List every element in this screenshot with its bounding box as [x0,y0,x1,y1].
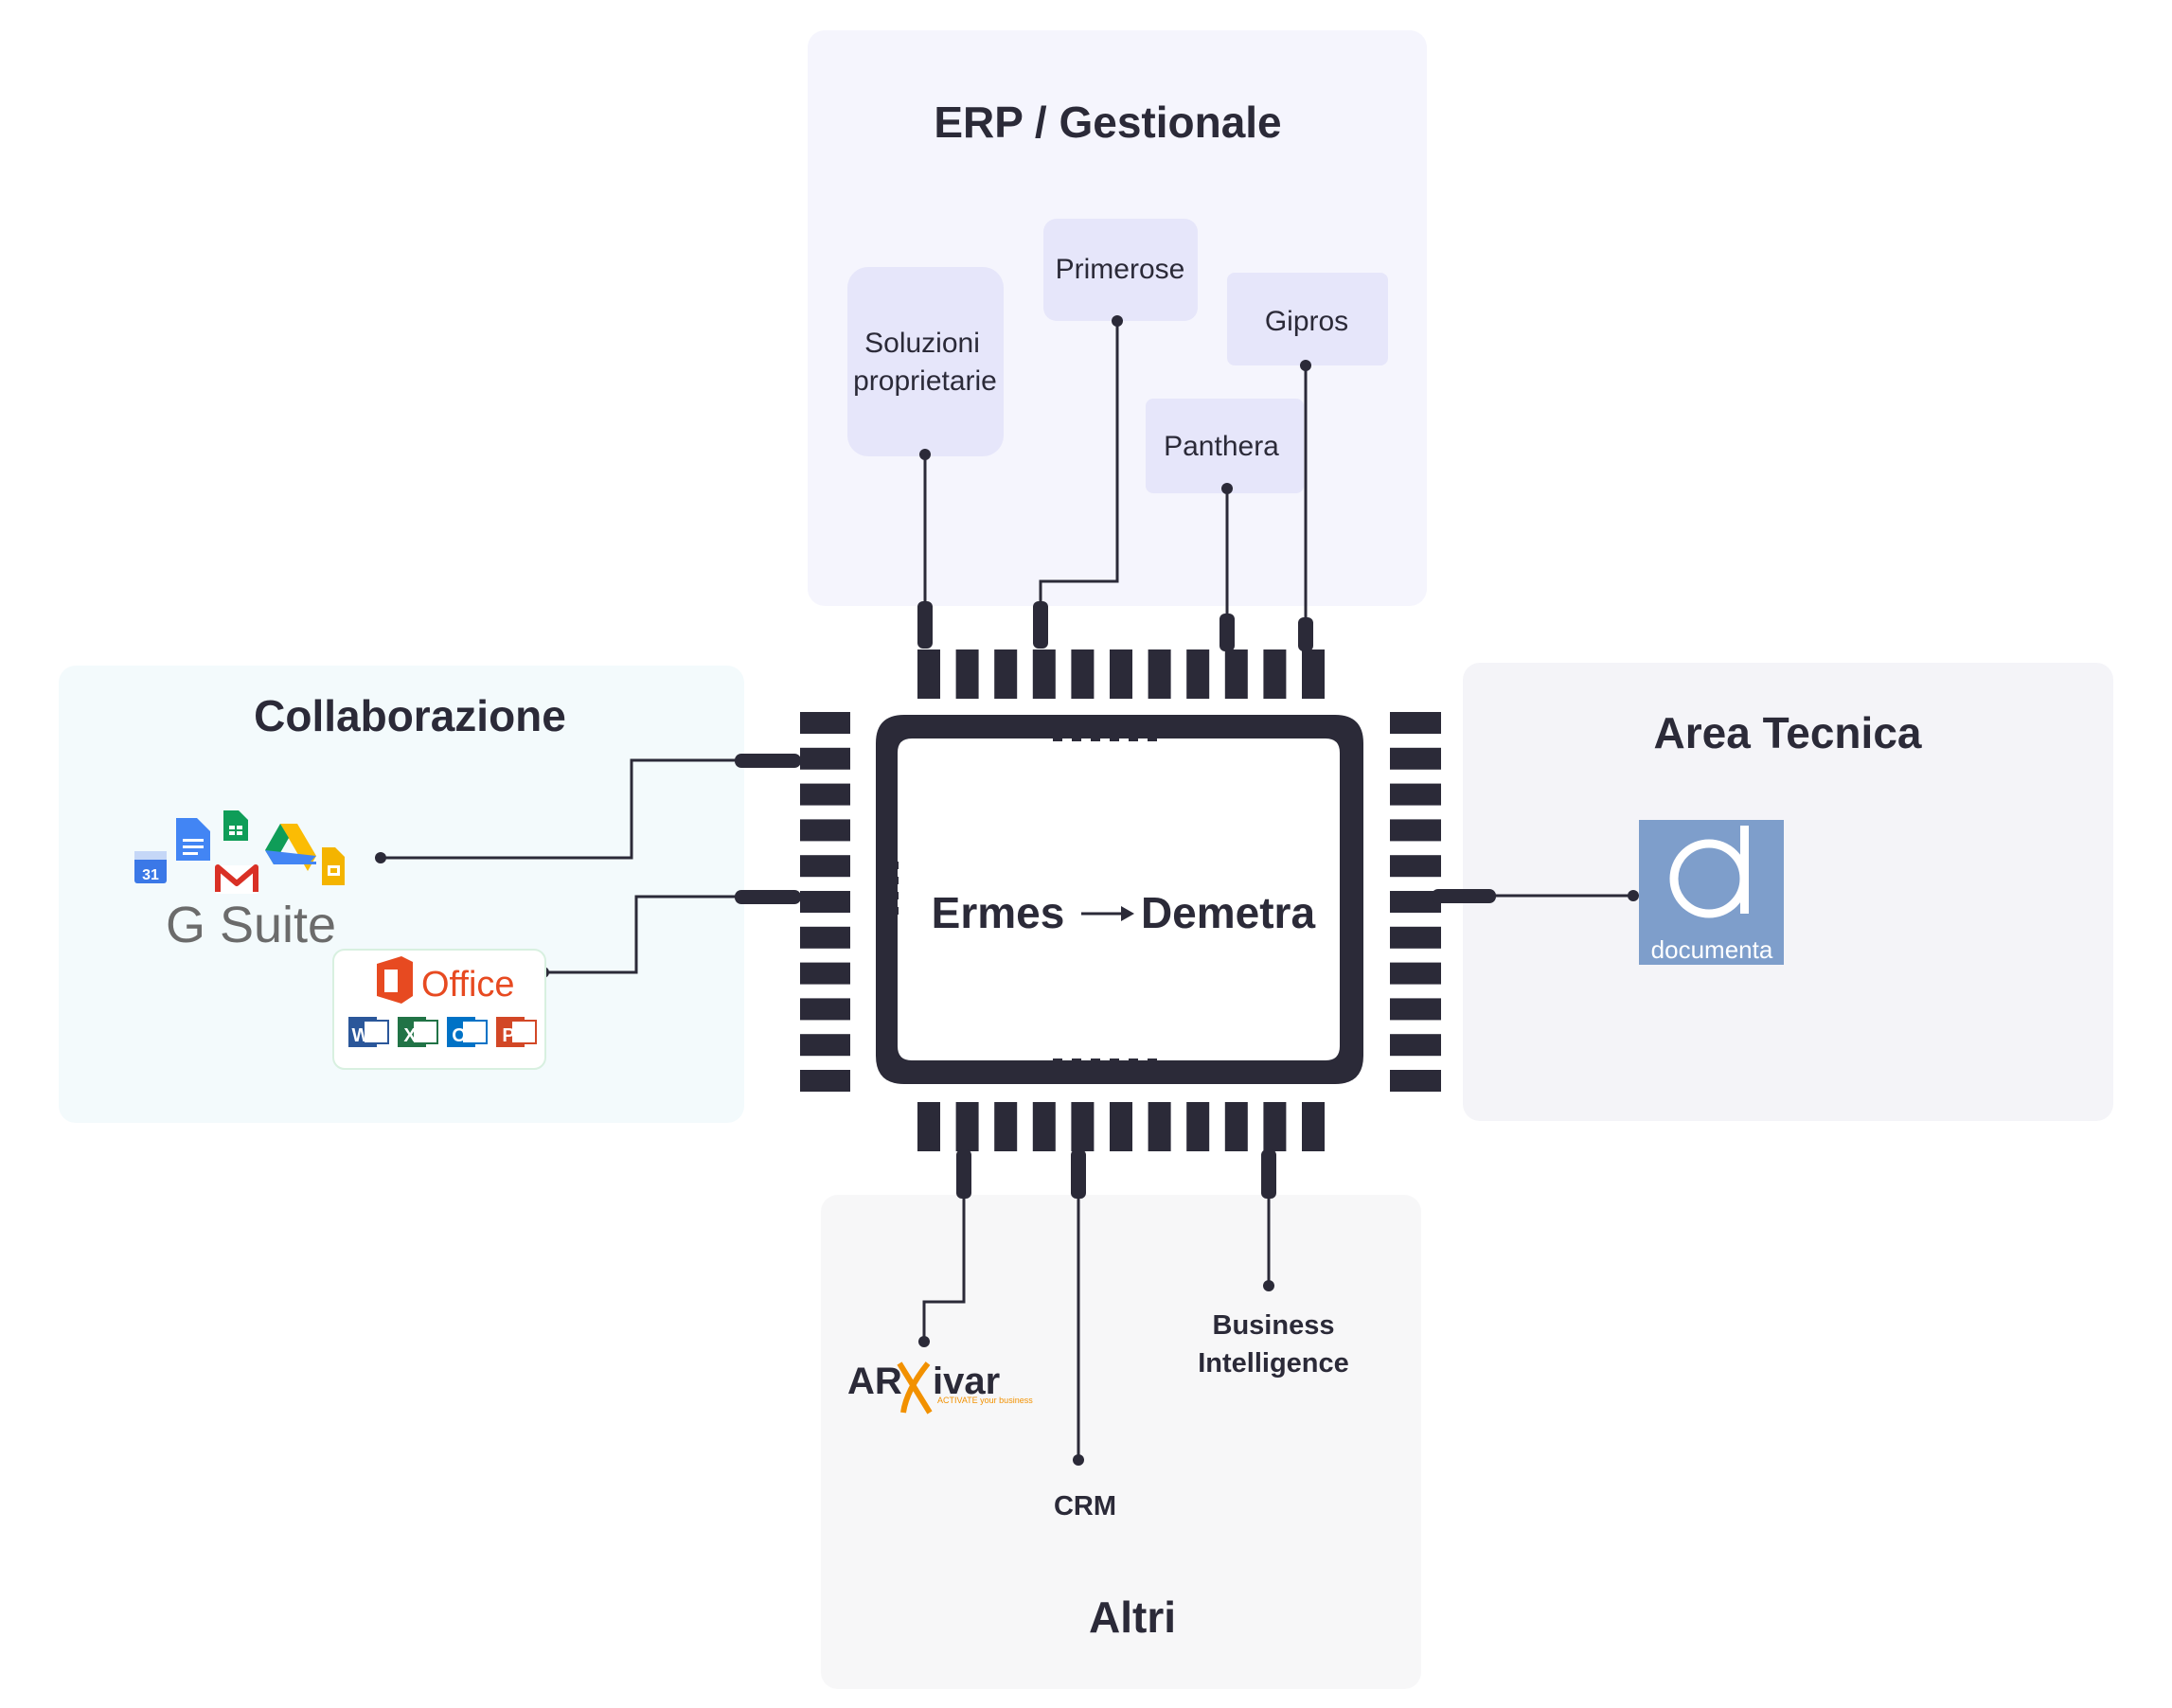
svg-text:Soluzioni: Soluzioni [864,328,980,359]
chip-pin-left [800,926,850,949]
svg-text:X: X [403,1025,417,1046]
svg-text:ACTIVATE your business: ACTIVATE your business [937,1396,1033,1405]
chip-label-from: Ermes [932,888,1065,937]
connector-lines [381,321,1633,1460]
bi-label-line1: Business [1213,1310,1335,1341]
powerpoint-icon: P [496,1017,537,1047]
chip-pin-top [1263,649,1287,699]
gsuite-logo: 31 [134,810,345,953]
altri-panel [821,1195,1421,1689]
slides-icon [322,847,345,885]
arrow-right-icon [1081,906,1134,921]
chip-pin-left [800,1070,850,1092]
arxivar-logo: AR ivar ACTIVATE your business [847,1361,1033,1414]
svg-text:Gipros: Gipros [1265,306,1348,337]
chip-pin-bottom [994,1102,1018,1151]
chip-pin-top [1224,649,1248,699]
chip-pin-right [1390,891,1441,913]
chip-pin-top [955,649,979,699]
collab-panel-title: Collaborazione [254,691,566,740]
svg-text:documenta: documenta [1651,935,1773,964]
chip-pin-top [1071,649,1095,699]
altri-panel-title: Altri [1089,1592,1176,1642]
erp-panel-title: ERP / Gestionale [934,98,1281,147]
tecnica-panel [1463,663,2113,1121]
chip-pin-right [1390,712,1441,734]
chip-pin-top [917,649,940,699]
excel-icon: X [398,1017,438,1047]
chip-pin-left [800,783,850,806]
chip-pin-bottom [917,1102,940,1151]
collab-panel [59,666,744,1123]
chip-pin-top [1110,649,1132,699]
chip-pin-top [1302,649,1325,699]
chip-pin-top [1032,649,1056,699]
chip-pin-right [1390,998,1441,1021]
sheets-icon [223,810,248,841]
chip-pin-right [1390,783,1441,806]
chip-pin-bottom [1071,1102,1095,1151]
chip-pin-bottom [1302,1102,1325,1151]
chip-pin-extensions [735,601,1496,1199]
chip-pin-left [800,891,850,913]
crm-label: CRM [1054,1491,1116,1521]
office-logo: Office W X O P [332,949,546,1070]
chip-label-to: Demetra [1141,888,1316,937]
chip-pin-right [1390,1070,1441,1092]
svg-text:P: P [502,1025,514,1046]
svg-text:AR: AR [847,1361,902,1402]
svg-text:Primerose: Primerose [1056,254,1185,285]
chip-pin-right [1390,926,1441,949]
chip-pin-right [1390,962,1441,985]
chip-pin-left [800,962,850,985]
svg-text:ivar: ivar [933,1361,1000,1402]
docs-icon [176,818,210,861]
tecnica-panel-title: Area Tecnica [1654,708,1922,757]
svg-text:Panthera: Panthera [1164,431,1279,462]
chip-pin-right [1390,747,1441,770]
svg-text:O: O [452,1025,467,1046]
chip-inner-contacts [876,719,1362,1081]
chip-pin-bottom [1224,1102,1248,1151]
chip-pin-bottom [1110,1102,1132,1151]
documenta-logo: documenta [1639,820,1784,965]
gsuite-wordmark: G Suite [166,897,336,953]
chip-pin-top [1186,649,1210,699]
chip-pins [800,649,1441,1151]
arxivar-x-mark [897,1361,933,1414]
calendar-icon: 31 [134,851,167,883]
chip-pin-left [800,998,850,1021]
erp-item-panthera: Panthera [1146,399,1304,493]
erp-item-gipros: Gipros [1227,273,1388,365]
chip-pin-top [1148,649,1171,699]
erp-item-soluzioni-proprietarie: Soluzioni proprietarie [847,267,1004,456]
chip-pin-left [800,747,850,770]
erp-item-primerose: Primerose [1043,219,1198,321]
chip-pin-bottom [955,1102,979,1151]
outlook-icon: O [447,1017,488,1047]
chip-pin-bottom [1186,1102,1210,1151]
chip: Ermes Demetra [735,601,1496,1199]
chip-pin-right [1390,1034,1441,1057]
svg-text:31: 31 [142,867,159,883]
office-wordmark: Office [421,965,515,1005]
chip-pin-top [994,649,1018,699]
gmail-icon [215,864,258,894]
chip-pin-left [800,855,850,878]
chip-pin-bottom [1148,1102,1171,1151]
office-icon [377,956,413,1004]
svg-text:proprietarie: proprietarie [853,365,997,397]
chip-pin-left [800,712,850,734]
chip-pin-bottom [1032,1102,1056,1151]
chip-pin-left [800,1034,850,1057]
chip-pin-left [800,819,850,842]
drive-icon [265,824,316,871]
word-icon: W [348,1017,389,1047]
chip-pin-right [1390,819,1441,842]
svg-text:W: W [352,1025,370,1046]
chip-pin-bottom [1263,1102,1287,1151]
bi-label-line2: Intelligence [1198,1348,1349,1379]
chip-pin-right [1390,855,1441,878]
